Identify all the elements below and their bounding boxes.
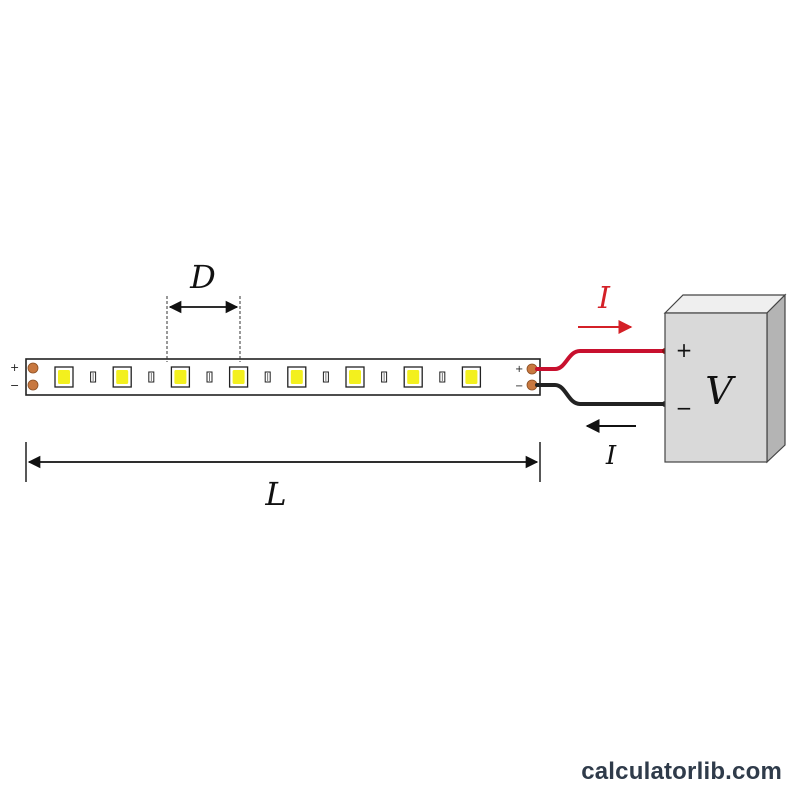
- strip-right-minus-label: −: [515, 381, 523, 392]
- length-dimension: L: [25, 442, 541, 513]
- supply-minus-label: −: [676, 396, 693, 420]
- led-emitter: [407, 370, 420, 384]
- led-emitter: [232, 370, 245, 384]
- voltage-label: V: [705, 369, 736, 413]
- contact-pad-left-plus: [27, 362, 39, 374]
- supply-plus-label: +: [676, 338, 693, 362]
- led-emitter: [174, 370, 187, 384]
- led-emitter: [349, 370, 361, 384]
- led-emitter: [116, 370, 129, 384]
- contact-pad-left-minus: [27, 379, 39, 391]
- wires: [535, 348, 668, 407]
- length-label: L: [264, 475, 286, 513]
- positive-wire: [535, 349, 667, 371]
- current-label-top: I: [597, 281, 611, 316]
- resistor-chips: [90, 371, 446, 383]
- strip-left-minus-label: −: [10, 379, 19, 392]
- power-supply-side-face: [766, 293, 786, 464]
- current-indicators: I I: [578, 281, 636, 471]
- led-chips: [54, 366, 482, 388]
- negative-wire: [535, 383, 667, 406]
- led-emitter: [290, 370, 303, 384]
- strip-left-contacts: + −: [10, 361, 39, 392]
- strip-right-contacts: + −: [515, 363, 538, 392]
- current-label-bottom: I: [605, 441, 617, 471]
- led-emitter: [58, 370, 70, 384]
- led-strip: [25, 358, 541, 396]
- strip-right-plus-label: +: [515, 364, 523, 375]
- strip-left-plus-label: +: [10, 361, 19, 374]
- power-supply-top-face: [663, 294, 787, 314]
- spacing-label: D: [189, 258, 216, 296]
- led-emitter: [465, 370, 478, 384]
- power-supply-front-face: [664, 312, 768, 463]
- spacing-dimension: D: [166, 258, 241, 362]
- watermark-logo: calculatorlib.com: [581, 758, 782, 785]
- power-supply-box-icon: + − V: [663, 293, 787, 464]
